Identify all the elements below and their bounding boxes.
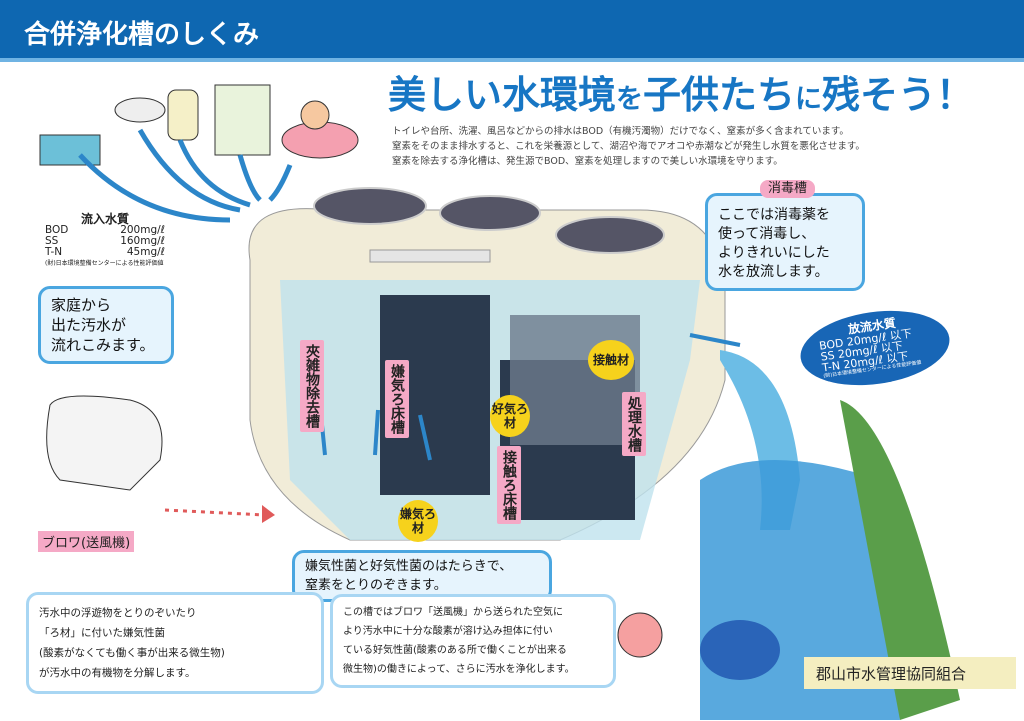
page-title: 合併浄化槽のしくみ	[24, 20, 260, 50]
intro-text: トイレや台所、洗濯、風呂などからの排水はBOD（有機汚濁物）だけでなく、窒素が多…	[392, 124, 865, 169]
inflow-key: T-N	[45, 246, 63, 258]
bubble-line: 窒素をとりのぞきます。	[305, 578, 447, 593]
bubble-line: 出た汚水が	[51, 316, 127, 334]
inflow-note: (財)日本環境整備センターによる性能評価値	[45, 260, 164, 267]
organization-logo: 郡山市水管理協同組合	[804, 657, 1016, 689]
inflow-title: 流入水質	[80, 212, 129, 226]
tank-label-anaerobic-filter: 嫌気ろ床槽	[385, 360, 409, 438]
headline-part: 残そう！	[822, 73, 975, 117]
intro-line: 窒素を除去する浄化槽は、発生源でBOD、窒素を処理しますので美しい水環境を守りま…	[392, 156, 783, 167]
center-bubble: 嫌気性菌と好気性菌のはたらきで、窒素をとりのぞきます。	[292, 550, 552, 602]
tank-label-contact-filter: 接触ろ床槽	[497, 446, 521, 524]
anaerobic-media-badge: 嫌気ろ材	[398, 500, 438, 542]
box-line: が汚水中の有機物を分解します。	[39, 667, 196, 679]
headline-part: に	[795, 84, 823, 115]
headline: 美しい水環境を子供たちに残そう！	[388, 74, 974, 116]
bubble-line: 流れこみます。	[51, 336, 155, 354]
inflow-value: 200mg/ℓ	[120, 224, 165, 236]
organization-name: 郡山市水管理協同組合	[816, 665, 967, 683]
bubble-line: 家庭から	[51, 296, 112, 314]
box-line: ている好気性菌(酸素のある所で働くことが出来る	[343, 645, 567, 656]
box-line: 微生物)の働きによって、さらに汚水を浄化します。	[343, 664, 575, 675]
tank-label-treated-water: 処理水槽	[622, 392, 646, 456]
box-line: より汚水中に十分な酸素が溶け込み担体に付い	[343, 626, 553, 637]
household-fixtures-illustration	[39, 84, 359, 166]
intro-line: 窒素をそのまま排水すると、これを栄養源として、湖沼や海でアオコや赤潮などが発生し…	[392, 141, 865, 152]
contact-media-badge: 接触材	[588, 340, 634, 380]
blower-label: ブロワ(送風機)	[38, 531, 135, 552]
inflow-quality: 流入水質 BOD 200mg/ℓ SS 160mg/ℓ T-N 45mg/ℓ (財)日…	[45, 212, 165, 269]
bubble-line: ここでは消毒薬を	[718, 207, 830, 223]
box-line: (酸素がなくても働く事が出来る微生物)	[39, 647, 225, 659]
inflow-key: BOD	[45, 224, 69, 236]
inflow-key: SS	[45, 235, 59, 247]
home-wastewater-bubble: 家庭から出た汚水が流れこみます。	[38, 286, 174, 364]
aerobic-explanation-box: この槽ではブロワ「送風機」から送られた空気により汚水中に十分な酸素が溶け込み担体…	[330, 594, 616, 688]
tank-label-debris-removal: 夾雑物除去槽	[300, 340, 324, 432]
intro-line: トイレや台所、洗濯、風呂などからの排水はBOD（有機汚濁物）だけでなく、窒素が多…	[392, 126, 849, 137]
inflow-value: 160mg/ℓ	[120, 235, 165, 247]
disinfection-tank-label: 消毒槽	[760, 180, 816, 198]
aerobic-media-badge: 好気ろ材	[490, 395, 530, 437]
headline-part: 美しい水環境	[388, 73, 617, 117]
bubble-line: 嫌気性菌と好気性菌のはたらきで、	[305, 559, 513, 574]
bubble-line: 使って消毒し、	[718, 226, 816, 242]
header-bar: 合併浄化槽のしくみ	[0, 0, 1024, 62]
blower-illustration	[46, 395, 163, 491]
bubble-line: よりきれいにした	[718, 245, 830, 261]
disinfection-bubble: ここでは消毒薬を使って消毒し、よりきれいにした水を放流します。	[705, 193, 865, 291]
inflow-value: 45mg/ℓ	[126, 246, 165, 258]
box-line: 「ろ材」に付いた嫌気性菌	[39, 627, 165, 639]
anaerobic-explanation-box: 汚水中の浮遊物をとりのぞいたり「ろ材」に付いた嫌気性菌 (酸素がなくても働く事が出…	[26, 592, 324, 694]
box-line: この槽ではブロワ「送風機」から送られた空気に	[343, 607, 563, 618]
box-line: 汚水中の浮遊物をとりのぞいたり	[39, 607, 197, 619]
inflow-arrows	[78, 128, 293, 223]
headline-part: 子供たち	[643, 73, 796, 117]
headline-part: を	[616, 84, 644, 115]
bubble-line: 水を放流します。	[718, 264, 829, 280]
